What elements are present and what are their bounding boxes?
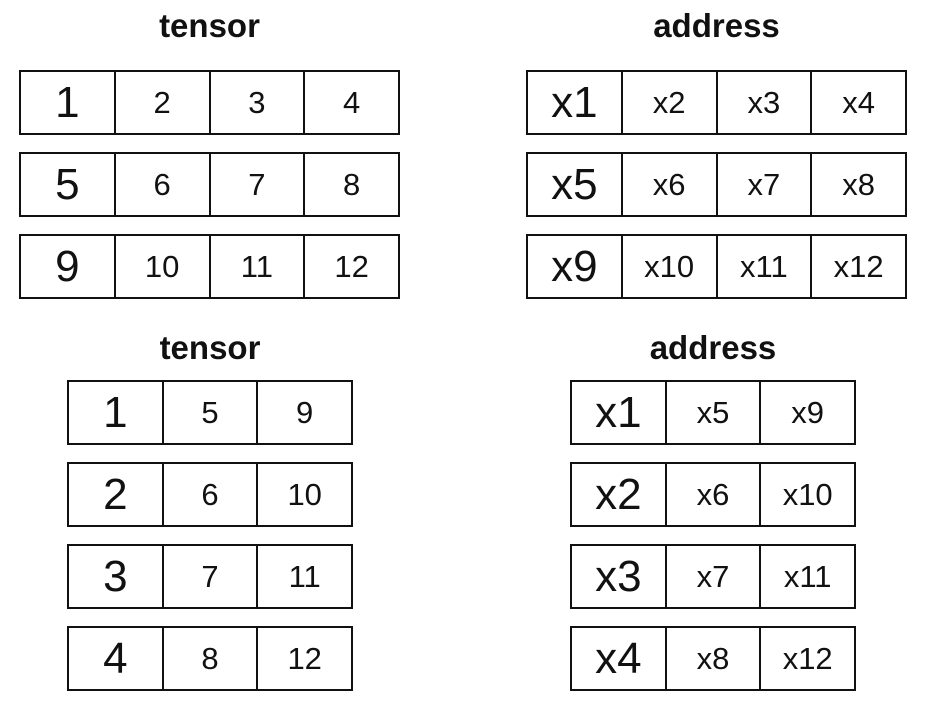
table-cell: 2 [116, 72, 211, 133]
table-cell: 10 [287, 477, 322, 512]
table-cell: 5 [21, 154, 116, 215]
table-cell: x3 [718, 72, 813, 133]
table-cell: x3 [572, 546, 667, 607]
table-cell: 8 [164, 628, 259, 689]
table-cell: 7 [211, 154, 306, 215]
group-title: address [649, 329, 777, 366]
table-cell: 9 [21, 236, 116, 297]
table-cell: 3 [69, 546, 164, 607]
table-cell: 3 [211, 72, 306, 133]
table-cell: x4 [572, 628, 667, 689]
table-cell: x9 [791, 395, 825, 430]
table-cell: 12 [287, 641, 322, 676]
table-cell: 1 [21, 72, 116, 133]
table-cell: x2 [572, 464, 667, 525]
group-title: address [653, 7, 780, 44]
table-cell: x12 [833, 249, 884, 284]
table-cell: x7 [667, 546, 762, 607]
table-cell: x6 [623, 154, 718, 215]
table-cell: x9 [528, 236, 623, 297]
table-cell: 11 [288, 559, 321, 594]
table-cell: x8 [842, 167, 875, 202]
group-title: tensor [159, 329, 261, 366]
table-cell: 9 [296, 395, 314, 430]
table-cell: x10 [623, 236, 718, 297]
table-cell: x5 [667, 382, 762, 443]
table-cell: 1 [69, 382, 164, 443]
table-cell: x8 [667, 628, 762, 689]
table-cell: 8 [343, 167, 361, 202]
table-cell: x5 [528, 154, 623, 215]
table-cell: x1 [528, 72, 623, 133]
table-cell: 4 [69, 628, 164, 689]
table-cell: x12 [782, 641, 833, 676]
table-cell: x1 [572, 382, 667, 443]
table-cell: x11 [718, 236, 813, 297]
table-cell: x2 [623, 72, 718, 133]
table-cell: 4 [343, 85, 361, 120]
table-cell: 5 [164, 382, 259, 443]
table-cell: x6 [667, 464, 762, 525]
table-cell: 2 [69, 464, 164, 525]
table-cell: 6 [164, 464, 259, 525]
table-cell: x11 [783, 559, 832, 594]
table-cell: 12 [334, 249, 369, 284]
table-cell: 6 [116, 154, 211, 215]
table-cell: x4 [842, 85, 875, 120]
group-title: tensor [159, 7, 260, 44]
table-cell: 10 [116, 236, 211, 297]
table-cell: x7 [718, 154, 813, 215]
table-cell: x10 [782, 477, 833, 512]
table-cell: 11 [211, 236, 306, 297]
table-cell: 7 [164, 546, 259, 607]
